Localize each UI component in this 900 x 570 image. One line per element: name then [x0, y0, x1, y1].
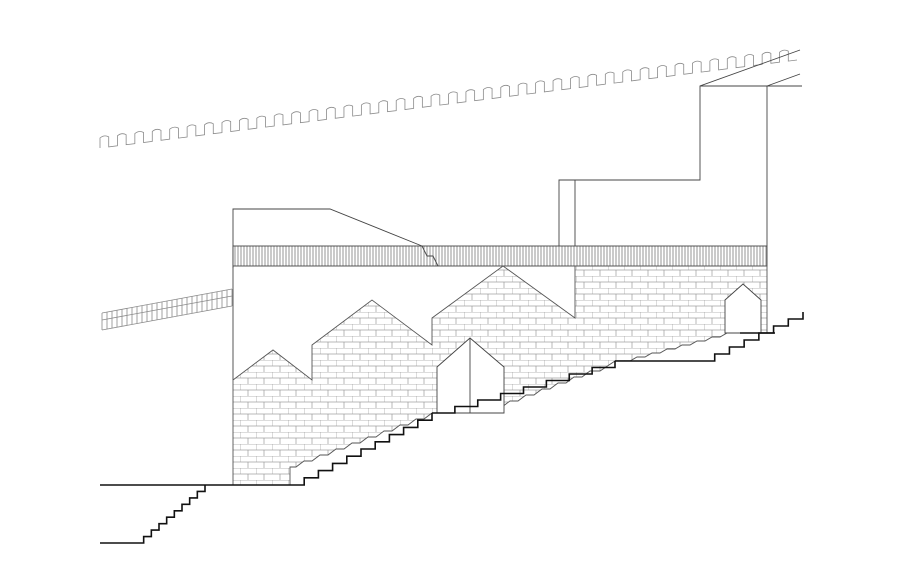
central-doorway [436, 337, 505, 414]
ground-and-stairs [100, 312, 804, 544]
background-railing [101, 288, 233, 331]
upper-building-volume [558, 49, 802, 246]
left-upper-block [232, 208, 423, 268]
background-crenellated-wall [99, 49, 798, 148]
slatted-band [232, 245, 768, 267]
